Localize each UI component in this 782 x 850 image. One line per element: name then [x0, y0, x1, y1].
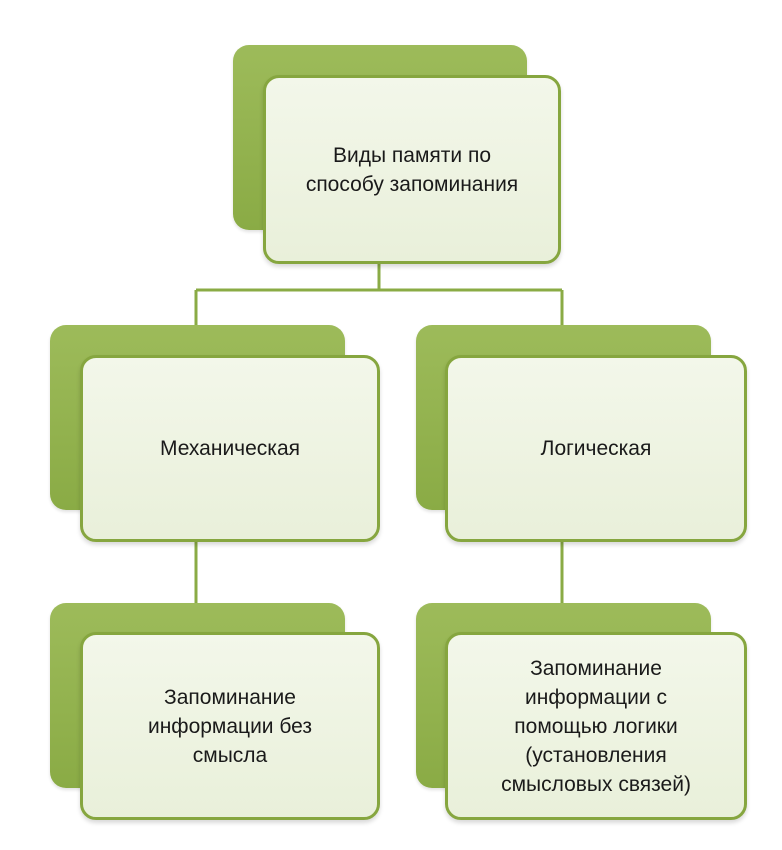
- root-node-label: Виды памяти по способу запоминания: [305, 143, 519, 196]
- mechanical-node-label: Механическая: [159, 437, 301, 460]
- logical-description-label: Запоминание информации с помощью логики …: [501, 656, 691, 796]
- logical-node-label: Логическая: [540, 437, 652, 460]
- mechanical-description-label: Запоминание информации без смысла: [147, 685, 313, 767]
